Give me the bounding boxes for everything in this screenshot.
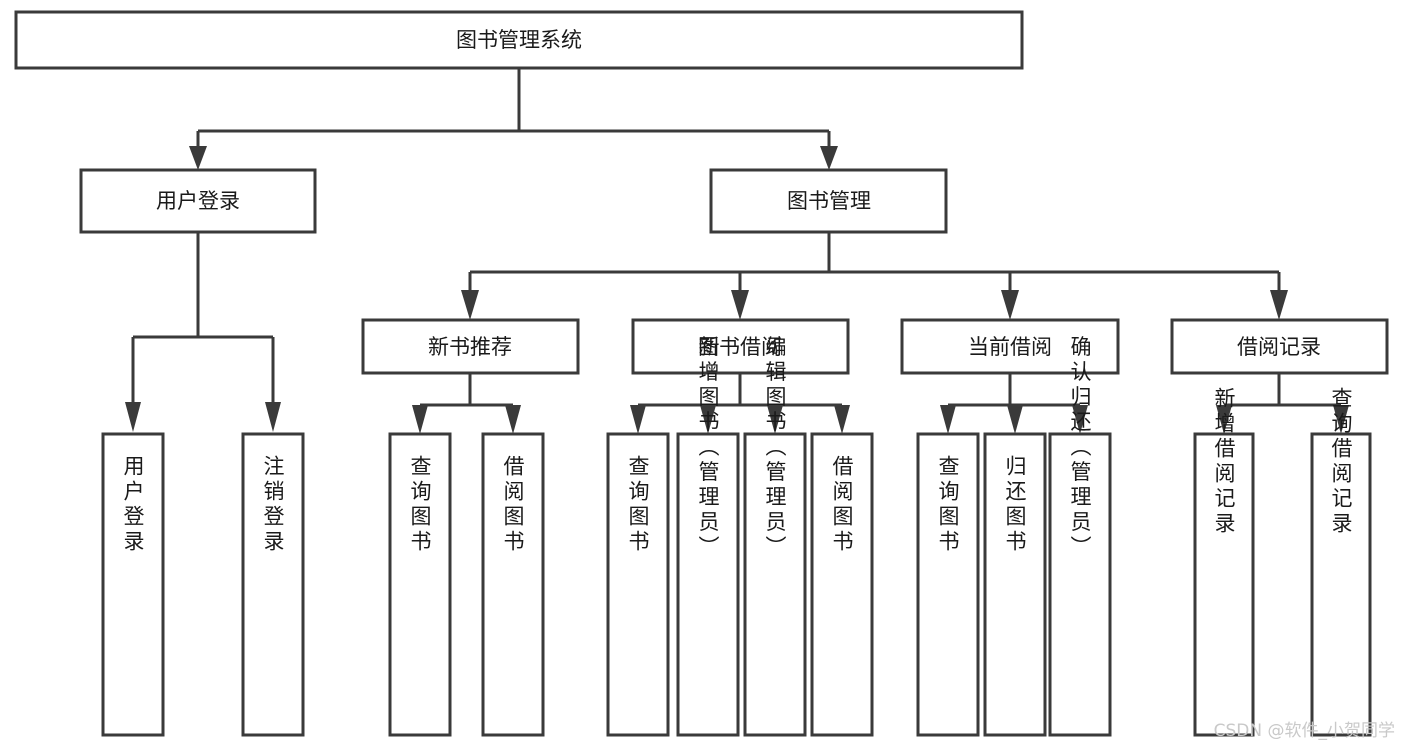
- connector-group-borrowrecord: [1216, 373, 1349, 434]
- node-borrow-record[interactable]: 借阅记录: [1170, 318, 1389, 375]
- node-borrow-record-box[interactable]: [1170, 318, 1389, 375]
- node-book-borrow-label: 图书借阅: [698, 335, 782, 359]
- arrow-head-bookborrow-leaf-1: [630, 405, 646, 434]
- node-leaf-user-login-label: 用户登录: [121, 455, 145, 555]
- arrow-head-currentborrow-leaf-1: [940, 405, 956, 434]
- node-leaf-add-book-label: 新增图书（管理员）: [696, 336, 720, 561]
- arrow-head-bookborrow-leaf-4: [834, 405, 850, 434]
- node-leaf-query-borrow-record-box[interactable]: [1310, 432, 1372, 737]
- connector-group-newbook: [412, 373, 521, 434]
- arrow-head-borrowrecord: [1270, 290, 1288, 320]
- node-current-borrow[interactable]: 当前借阅: [900, 318, 1120, 375]
- node-leaf-add-book[interactable]: 新增图书（管理员）: [676, 336, 740, 737]
- node-leaf-query-book-2[interactable]: 查询图书: [606, 432, 670, 737]
- node-root[interactable]: 图书管理系统: [14, 10, 1024, 70]
- node-borrow-record-label: 借阅记录: [1237, 335, 1321, 359]
- connector-group-currentborrow: [940, 373, 1088, 434]
- node-leaf-user-login-box[interactable]: [101, 432, 165, 737]
- node-leaf-query-borrow-record-label: 查询借阅记录: [1329, 387, 1353, 537]
- arrow-head-currentborrow: [1001, 290, 1019, 320]
- node-leaf-confirm-return[interactable]: 确认归还（管理员）: [1048, 336, 1112, 737]
- node-leaf-query-book-3[interactable]: 查询图书: [916, 432, 980, 737]
- arrow-head-bookmgmt: [820, 146, 838, 170]
- arrow-head-borrowrecord-leaf-1: [1216, 405, 1232, 434]
- node-leaf-edit-book-label: 编辑图书（管理员）: [763, 336, 787, 561]
- node-new-book-recommend-box[interactable]: [361, 318, 580, 375]
- node-leaf-borrow-book-1[interactable]: 借阅图书: [481, 432, 545, 737]
- node-leaf-add-borrow-record-label: 新增借阅记录: [1212, 387, 1236, 537]
- node-new-book-recommend[interactable]: 新书推荐: [361, 318, 580, 375]
- node-new-book-recommend-label: 新书推荐: [428, 335, 512, 359]
- node-leaf-query-book-3-label: 查询图书: [936, 455, 960, 555]
- node-leaf-query-book-1[interactable]: 查询图书: [388, 432, 452, 737]
- connector-group-root: [189, 68, 838, 170]
- node-leaf-borrow-book-1-label: 借阅图书: [501, 455, 525, 555]
- node-root-label: 图书管理系统: [456, 28, 582, 52]
- node-leaf-borrow-book-2-box[interactable]: [810, 432, 874, 737]
- node-leaf-add-book-box[interactable]: [676, 432, 740, 737]
- connector-group-bookborrow: [630, 373, 850, 434]
- node-book-management-label: 图书管理: [787, 189, 871, 213]
- arrow-head-bookborrow-leaf-3: [767, 405, 783, 434]
- node-leaf-return-book-label: 归还图书: [1003, 455, 1027, 555]
- node-leaf-logout[interactable]: 注销登录: [241, 432, 305, 737]
- node-leaf-confirm-return-label: 确认归还（管理员）: [1068, 336, 1092, 561]
- connector-group-userlogin: [125, 232, 281, 432]
- node-leaf-query-book-1-label: 查询图书: [408, 455, 432, 555]
- node-leaf-confirm-return-box[interactable]: [1048, 432, 1112, 737]
- node-current-borrow-box[interactable]: [900, 318, 1120, 375]
- arrow-head-currentborrow-leaf-2: [1007, 405, 1023, 434]
- arrow-head-bookborrow: [731, 290, 749, 320]
- node-leaf-query-book-2-box[interactable]: [606, 432, 670, 737]
- node-user-login-box[interactable]: [79, 168, 317, 234]
- arrow-head-newbook-leaf-2: [505, 405, 521, 434]
- connector-group-bookmgmt: [461, 232, 1288, 320]
- node-leaf-borrow-book-1-box[interactable]: [481, 432, 545, 737]
- node-user-login-label: 用户登录: [156, 189, 240, 213]
- arrow-head-newbook-leaf-1: [412, 405, 428, 434]
- node-leaf-add-borrow-record-box[interactable]: [1193, 432, 1255, 737]
- node-leaf-edit-book[interactable]: 编辑图书（管理员）: [743, 336, 807, 737]
- node-leaf-edit-book-box[interactable]: [743, 432, 807, 737]
- csdn-watermark: CSDN @软件_小贺同学: [1213, 721, 1395, 741]
- node-book-management[interactable]: 图书管理: [709, 168, 948, 234]
- arrow-head-leaf-logout: [265, 402, 281, 432]
- node-leaf-query-borrow-record[interactable]: 查询借阅记录: [1310, 387, 1372, 737]
- node-book-management-box[interactable]: [709, 168, 948, 234]
- node-leaf-query-book-1-box[interactable]: [388, 432, 452, 737]
- node-leaf-query-book-2-label: 查询图书: [626, 455, 650, 555]
- node-current-borrow-label: 当前借阅: [968, 335, 1052, 359]
- node-leaf-return-book-box[interactable]: [983, 432, 1047, 737]
- node-leaf-logout-box[interactable]: [241, 432, 305, 737]
- node-leaf-borrow-book-2-label: 借阅图书: [830, 455, 854, 555]
- arrow-head-userlogin: [189, 146, 207, 170]
- arrow-head-leaf-user-login: [125, 402, 141, 432]
- node-book-borrow[interactable]: 图书借阅: [631, 318, 850, 375]
- node-leaf-query-book-3-box[interactable]: [916, 432, 980, 737]
- arrow-head-bookborrow-leaf-2: [700, 405, 716, 434]
- node-book-borrow-box[interactable]: [631, 318, 850, 375]
- node-leaf-borrow-book-2[interactable]: 借阅图书: [810, 432, 874, 737]
- node-leaf-user-login[interactable]: 用户登录: [101, 432, 165, 737]
- node-leaf-add-borrow-record[interactable]: 新增借阅记录: [1193, 387, 1255, 737]
- node-leaf-logout-label: 注销登录: [261, 455, 285, 555]
- arrow-head-borrowrecord-leaf-2: [1333, 405, 1349, 434]
- node-leaf-return-book[interactable]: 归还图书: [983, 432, 1047, 737]
- node-user-login[interactable]: 用户登录: [79, 168, 317, 234]
- arrow-head-currentborrow-leaf-3: [1072, 405, 1088, 434]
- node-root-box[interactable]: [14, 10, 1024, 70]
- arrow-head-newbook: [461, 290, 479, 320]
